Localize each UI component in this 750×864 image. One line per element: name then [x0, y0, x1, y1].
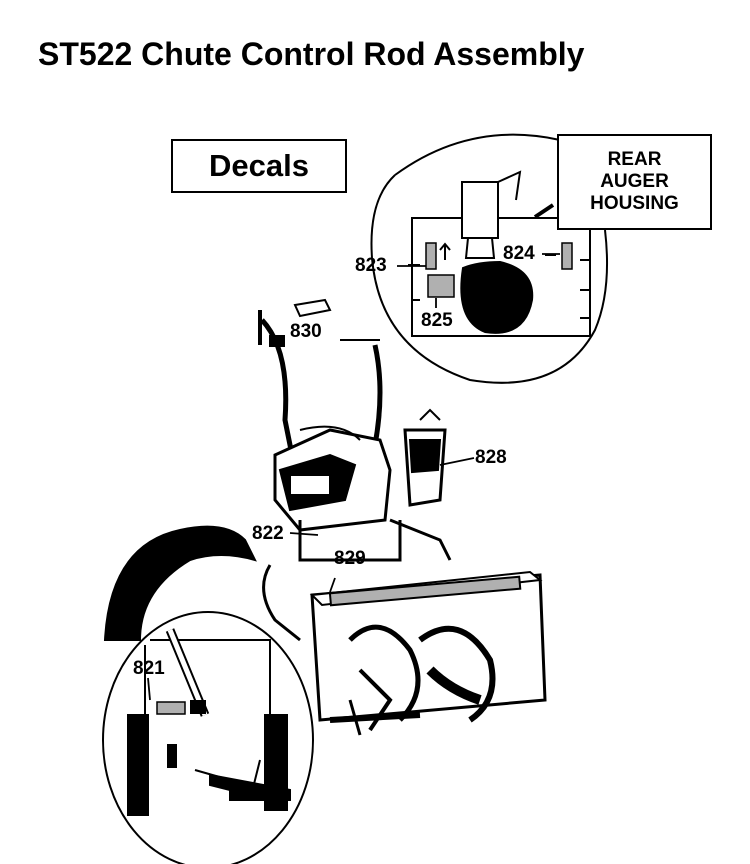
rear-label-line2: AUGER: [600, 171, 669, 192]
decal-821-shape: [156, 701, 186, 715]
front-inset: [102, 611, 314, 864]
callout-828: 828: [475, 447, 507, 468]
decal-823-shape: [425, 242, 437, 270]
rear-label-line3: HOUSING: [590, 193, 679, 214]
page-title: ST522 Chute Control Rod Assembly: [38, 36, 585, 72]
callout-823: 823: [355, 255, 387, 276]
callout-830: 830: [290, 321, 322, 342]
callout-822: 822: [252, 523, 284, 544]
rear-label-line1: REAR: [607, 149, 662, 170]
decal-825-shape: [427, 274, 455, 298]
decals-label-text: Decals: [209, 148, 309, 183]
snowthrower-body: [103, 298, 547, 736]
rear-auger-housing-label: REAR AUGER HOUSING: [557, 134, 712, 230]
callout-829: 829: [334, 548, 366, 569]
callout-825: 825: [421, 310, 453, 331]
callout-821: 821: [133, 658, 165, 679]
rear-housing-inset: [370, 133, 609, 384]
leader-lines: [147, 253, 560, 701]
decals-label: Decals: [171, 139, 347, 193]
callout-824: 824: [503, 243, 535, 264]
decal-824-shape: [561, 242, 573, 270]
